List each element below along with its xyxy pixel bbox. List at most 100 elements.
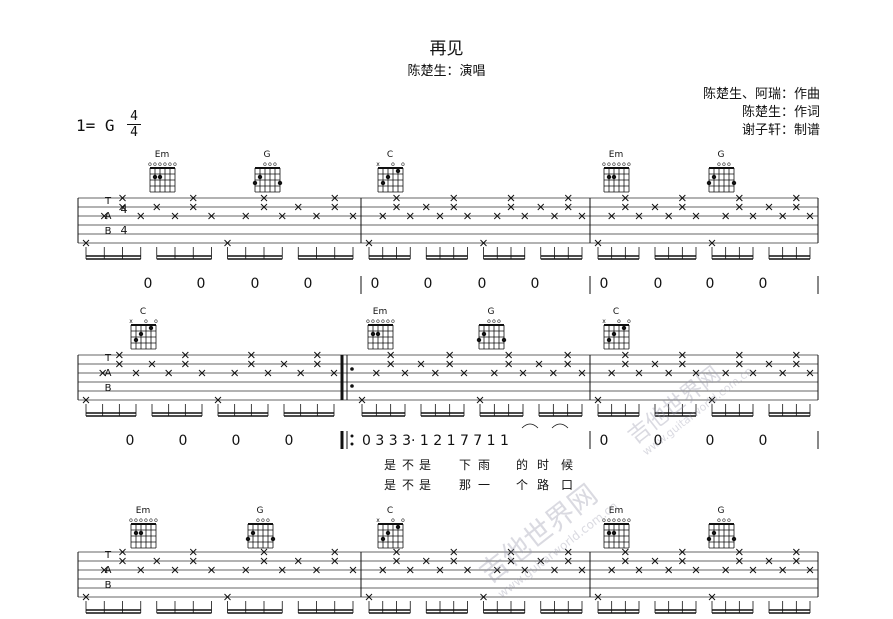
tab-note — [100, 566, 108, 574]
key-signature: 1= G — [76, 116, 115, 135]
chord-name: Em — [609, 150, 623, 160]
cross-stroke — [294, 203, 302, 211]
chord-string-mark: x — [129, 318, 133, 325]
cross-stroke — [264, 369, 272, 377]
cross-stroke — [82, 593, 90, 601]
melody-line: 0 3 3 3· 1 2 1 7 7 1 1 — [362, 433, 509, 449]
cross-stroke — [119, 194, 126, 202]
lyric-line-1-char: 不 — [402, 458, 414, 472]
cross-stroke — [708, 239, 716, 247]
tab-note — [422, 203, 430, 211]
jianpu-rest: 0 — [126, 433, 135, 449]
cross-stroke — [393, 548, 400, 556]
chord-string-mark: o — [391, 517, 395, 524]
composer-credit: 陈楚生、阿瑞：作曲 — [702, 87, 820, 102]
cross-stroke — [278, 212, 286, 220]
tab-note — [749, 566, 757, 574]
tab-note — [806, 369, 814, 377]
melody-repeat-dot — [350, 442, 354, 446]
cross-stroke — [779, 369, 787, 377]
cross-stroke — [450, 203, 458, 211]
cross-stroke — [171, 212, 179, 220]
cross-stroke — [505, 351, 513, 359]
lyric-line-2-char: 个 — [516, 478, 528, 492]
lyric-line-2-char: 是 — [384, 478, 396, 492]
tab-note — [431, 369, 439, 377]
cross-stroke — [564, 194, 572, 202]
time-sig-bottom: 4 — [130, 125, 138, 140]
tab-note — [115, 351, 123, 359]
cross-stroke — [313, 351, 321, 359]
cross-stroke — [722, 566, 730, 574]
tab-note — [678, 203, 686, 211]
cross-stroke — [749, 369, 757, 377]
tab-note — [735, 351, 743, 359]
cross-stroke — [635, 369, 643, 377]
cross-stroke — [551, 566, 558, 574]
tab-note — [792, 351, 800, 359]
cross-stroke — [476, 396, 484, 404]
tab-note — [708, 396, 716, 404]
tab-note — [708, 593, 716, 601]
cross-stroke — [165, 369, 173, 377]
cross-stroke — [490, 369, 498, 377]
tab-note — [137, 566, 145, 574]
cross-stroke — [247, 360, 255, 368]
chord-string-mark: o — [129, 517, 133, 524]
tab-note — [519, 369, 527, 377]
cross-stroke — [393, 194, 400, 202]
cross-stroke — [765, 360, 773, 368]
tab-note — [297, 369, 305, 377]
cross-stroke — [635, 212, 643, 220]
chord-string-mark: o — [266, 517, 270, 524]
cross-stroke — [692, 369, 700, 377]
tab-note — [621, 548, 629, 556]
cross-stroke — [208, 566, 215, 574]
tab-note — [313, 360, 321, 368]
tab-note — [749, 212, 757, 220]
lyric-line-1-char: 是 — [384, 458, 396, 472]
jianpu-rest: 0 — [531, 276, 540, 292]
tab-note — [331, 194, 339, 202]
tab-note — [82, 593, 90, 601]
tab-note — [387, 360, 395, 368]
tab-note — [189, 203, 197, 211]
chord-string-mark: o — [602, 161, 606, 168]
cross-stroke — [331, 203, 339, 211]
cross-stroke — [535, 360, 543, 368]
chord-finger-dot — [731, 180, 737, 186]
tab-note — [480, 593, 487, 601]
cross-stroke — [621, 548, 629, 556]
cross-stroke — [549, 369, 557, 377]
cross-stroke — [665, 212, 673, 220]
chord-name: Em — [136, 506, 150, 516]
tab-note — [564, 203, 572, 211]
chord-string-mark: o — [627, 517, 631, 524]
tab-note — [450, 557, 458, 565]
jianpu-rest: 0 — [144, 276, 153, 292]
chord-finger-dot — [380, 536, 386, 542]
singer-credit: 陈楚生：演唱 — [407, 64, 486, 79]
cross-stroke — [247, 351, 255, 359]
cross-stroke — [189, 557, 197, 565]
chord-string-mark: o — [154, 517, 158, 524]
tab-note — [165, 369, 173, 377]
cross-stroke — [792, 557, 800, 565]
tab-note — [294, 557, 302, 565]
tab-note — [401, 369, 409, 377]
cross-stroke — [594, 396, 602, 404]
chord-string-mark: o — [263, 161, 267, 168]
chord-finger-dot — [157, 174, 163, 180]
tab-note — [189, 548, 197, 556]
chord-string-mark: o — [273, 161, 277, 168]
tab-note — [208, 212, 215, 220]
tab-staff-row: TAB — [77, 550, 819, 598]
tab-note — [82, 239, 90, 247]
tab-note — [493, 566, 501, 574]
chord-string-mark: o — [256, 517, 260, 524]
cross-stroke — [464, 566, 471, 574]
